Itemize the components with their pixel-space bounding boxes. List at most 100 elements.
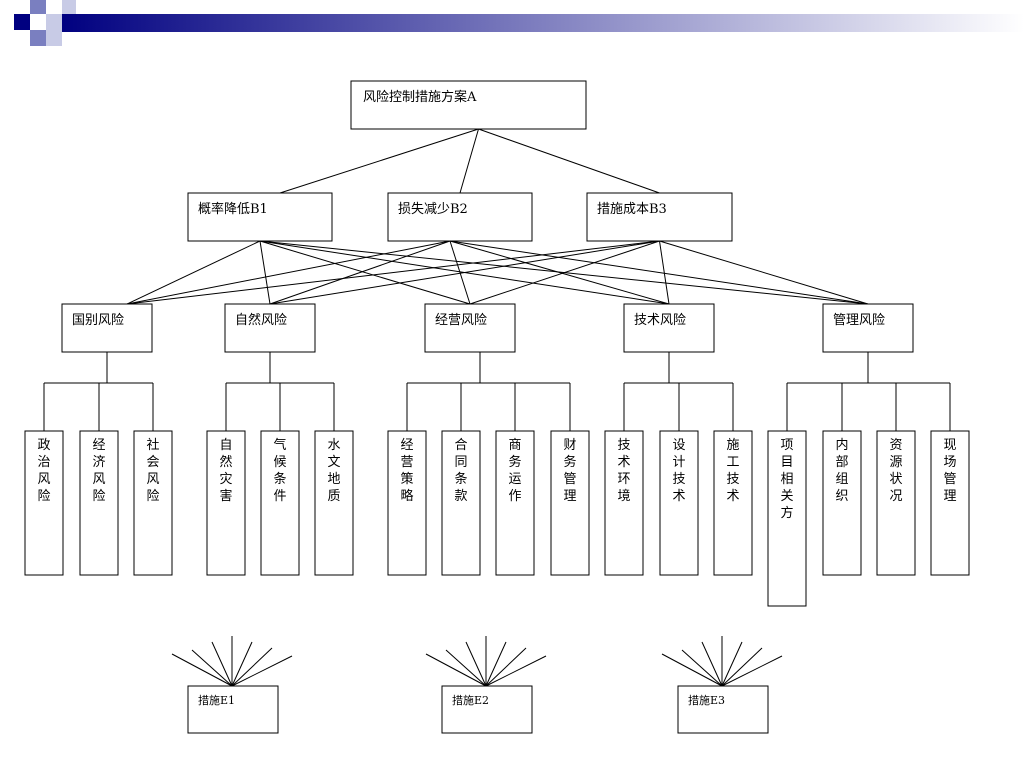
risk-item-node	[387, 430, 427, 576]
risk-item-node	[604, 430, 644, 576]
root-node-label: 风险控制措施方案A	[363, 89, 477, 105]
risk-item-label: 合同条款	[454, 438, 467, 504]
risk-item-label: 商务运作	[508, 438, 521, 504]
connector-line	[478, 128, 660, 194]
connector-line	[659, 240, 869, 305]
risk-category-node	[224, 303, 316, 353]
header-square	[46, 14, 62, 30]
connector-line	[459, 128, 479, 194]
criterion-node-label: 措施成本B3	[597, 202, 667, 217]
header-decoration	[14, 0, 1024, 46]
risk-category-label: 经营风险	[435, 313, 487, 328]
connector-line	[485, 641, 507, 687]
risk-category-node	[61, 303, 153, 353]
measure-node-label: 措施E1	[198, 693, 235, 707]
risk-category-node	[424, 303, 516, 353]
risk-item-label: 经济风险	[92, 438, 105, 504]
connector-line	[279, 128, 479, 194]
connectors	[43, 128, 951, 687]
risk-item-label: 经营策略	[400, 438, 413, 504]
criterion-node	[387, 192, 533, 242]
risk-item-label: 水文地质	[327, 438, 340, 504]
risk-item-label: 社会风险	[146, 437, 159, 504]
risk-item-label: 技术环境	[617, 438, 630, 504]
risk-item-node	[24, 430, 64, 576]
connector-line	[659, 240, 670, 305]
risk-item-node	[822, 430, 862, 576]
risk-item-label: 政治风险	[37, 438, 50, 504]
risk-item-label: 现场管理	[943, 438, 956, 504]
connector-line	[721, 641, 743, 687]
connector-line	[231, 655, 293, 687]
header-square	[62, 0, 76, 14]
connector-line	[191, 649, 233, 687]
connector-line	[485, 647, 527, 687]
risk-item-node	[441, 430, 481, 576]
risk-item-node	[659, 430, 699, 576]
header-square	[30, 30, 46, 46]
connector-line	[449, 240, 869, 305]
risk-category-label: 技术风险	[634, 313, 686, 328]
connector-line	[126, 240, 261, 305]
risk-item-label: 财务管理	[563, 438, 576, 504]
risk-item-label: 设计技术	[672, 438, 685, 504]
risk-item-node	[876, 430, 916, 576]
measure-node-label: 措施E3	[688, 693, 725, 707]
measure-node	[441, 685, 533, 734]
connector-line	[661, 653, 723, 687]
risk-item-node	[550, 430, 590, 576]
criterion-node-label: 损失减少B2	[398, 202, 468, 217]
connector-line	[231, 647, 273, 687]
connector-line	[211, 641, 233, 687]
risk-category-label: 管理风险	[833, 313, 885, 328]
connector-line	[126, 240, 451, 305]
risk-item-node	[713, 430, 753, 576]
connector-line	[681, 649, 723, 687]
header-square	[30, 0, 46, 14]
connector-line	[465, 641, 487, 687]
risk-item-node	[767, 430, 807, 607]
measure-node-label: 措施E2	[452, 693, 489, 707]
risk-item-node	[206, 430, 246, 576]
connector-line	[126, 240, 660, 305]
connector-line	[469, 240, 660, 305]
connector-line	[425, 653, 487, 687]
risk-category-label: 自然风险	[235, 312, 287, 328]
connector-line	[171, 653, 233, 687]
risk-item-label: 内部组织	[835, 437, 848, 504]
header-gradient-bar	[60, 14, 1024, 32]
connector-line	[701, 641, 723, 687]
risk-item-label: 资源状况	[889, 438, 902, 504]
header-square	[14, 14, 30, 30]
connector-line	[721, 655, 783, 687]
risk-item-label: 施工技术	[726, 438, 739, 504]
measure-node	[677, 685, 769, 734]
connector-line	[721, 647, 763, 687]
risk-item-node	[495, 430, 535, 576]
connector-line	[485, 655, 547, 687]
connector-line	[449, 240, 670, 305]
connector-line	[259, 240, 271, 305]
risk-item-node	[79, 430, 119, 576]
risk-item-node	[930, 430, 970, 576]
connector-line	[445, 649, 487, 687]
risk-item-node	[133, 430, 173, 576]
criterion-node-label: 概率降低B1	[198, 201, 268, 217]
risk-item-node	[260, 430, 300, 576]
risk-item-label: 项目相关方	[780, 438, 793, 521]
connector-line	[231, 641, 253, 687]
risk-item-label: 气候条件	[273, 437, 286, 504]
risk-category-node	[822, 303, 914, 353]
risk-category-label: 国别风险	[72, 313, 124, 328]
header-square	[46, 30, 62, 46]
measure-node	[187, 685, 279, 734]
connector-line	[449, 240, 471, 305]
criterion-node	[187, 192, 333, 242]
connector-line	[269, 240, 451, 305]
root-node	[350, 80, 587, 130]
connector-line	[259, 240, 471, 305]
risk-item-node	[314, 430, 354, 576]
risk-category-node	[623, 303, 715, 353]
